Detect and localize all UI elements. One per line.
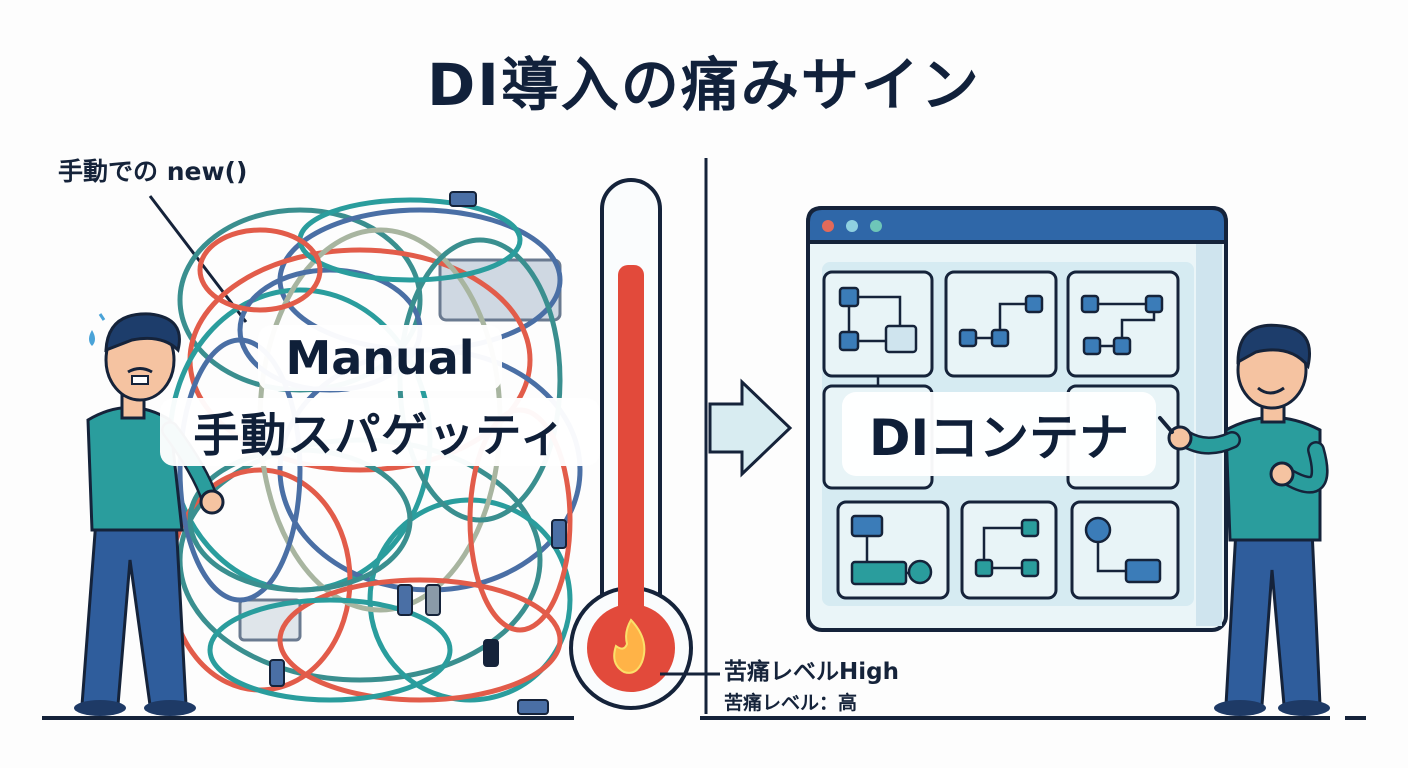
callout-leader [148,195,248,323]
stressed-person-icon [74,312,225,716]
happy-person-icon [1158,323,1330,716]
page-title: DI導入の痛みサイン [427,51,981,119]
di-container-label: DIコンテナ [842,392,1156,476]
transition-arrow-icon [704,158,793,714]
thermometer-icon [569,178,720,710]
manual-spaghetti-label: 手動スパゲッティ [160,398,600,466]
pain-level-ja-label: 苦痛レベル：高 [724,692,858,714]
pain-level-high-label: 苦痛レベルHigh [724,659,899,685]
manual-label: Manual [258,325,502,391]
manual-new-callout: 手動での new() [58,157,248,186]
